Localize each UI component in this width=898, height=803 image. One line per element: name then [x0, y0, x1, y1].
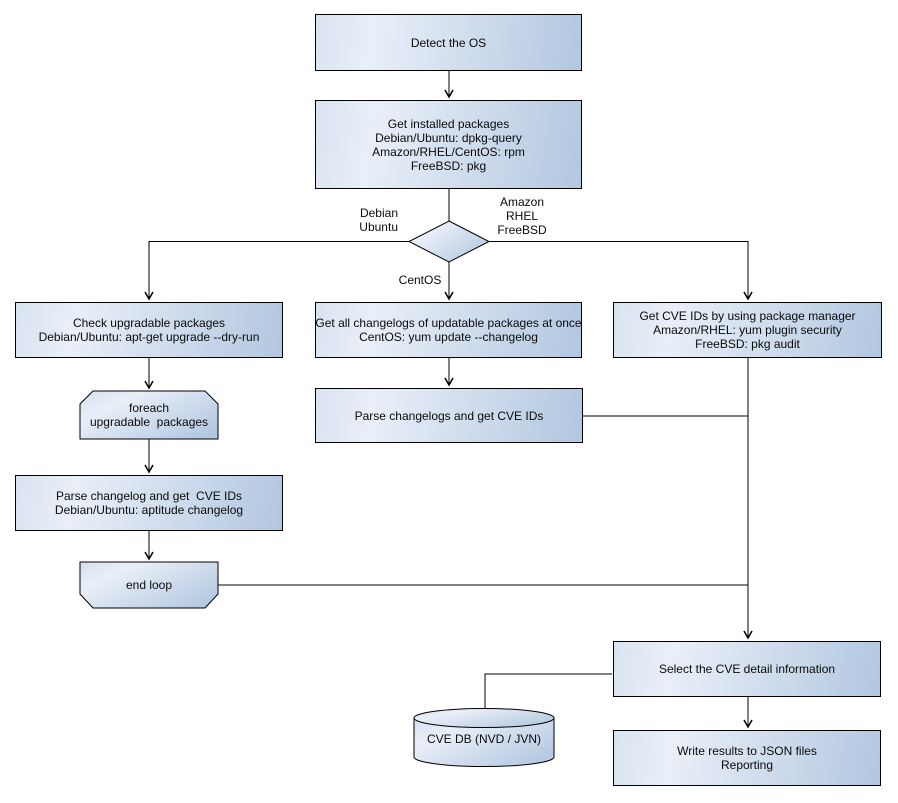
node-get-installed-packages: Get installed packages Debian/Ubuntu: dp… — [315, 100, 582, 189]
edge-cvedb-to-select — [484, 673, 612, 708]
cve-db-label: CVE DB (NVD / JVN) — [426, 732, 541, 746]
loop-start-foreach-shape — [79, 390, 219, 440]
loop-end-shape — [79, 561, 219, 609]
loop-end-label: end loop — [125, 578, 173, 592]
node-write-results: Write results to JSON files Reporting — [613, 730, 881, 786]
cve-db-cylinder-top — [413, 708, 555, 728]
cve-db-cylinder-body — [413, 718, 555, 767]
node-select-cve-detail: Select the CVE detail information — [613, 641, 881, 697]
branch-label-amazon-rhel-freebsd: Amazon RHEL FreeBSD — [497, 195, 547, 237]
branch-label-debian-ubuntu: Debian Ubuntu — [359, 206, 398, 234]
node-get-cve-ids-package-manager: Get CVE IDs by using package manager Ama… — [613, 302, 882, 358]
edge-decision-to-get-cve-ids — [489, 241, 753, 301]
node-detect-os: Detect the OS — [315, 14, 582, 71]
node-check-upgradable-packages: Check upgradable packages Debian/Ubuntu:… — [15, 302, 283, 358]
node-get-all-changelogs: Get all changelogs of updatable packages… — [315, 302, 582, 358]
node-parse-changelogs-centos: Parse changelogs and get CVE IDs — [315, 388, 583, 443]
node-parse-changelog-debian: Parse changelog and get CVE IDs Debian/U… — [15, 475, 283, 531]
decision-os-diamond — [407, 220, 491, 263]
branch-label-centos: CentOS — [398, 273, 442, 287]
edge-decision-to-check-upgradable — [144, 241, 409, 301]
loop-start-foreach-label: foreach upgradable packages — [89, 401, 209, 429]
